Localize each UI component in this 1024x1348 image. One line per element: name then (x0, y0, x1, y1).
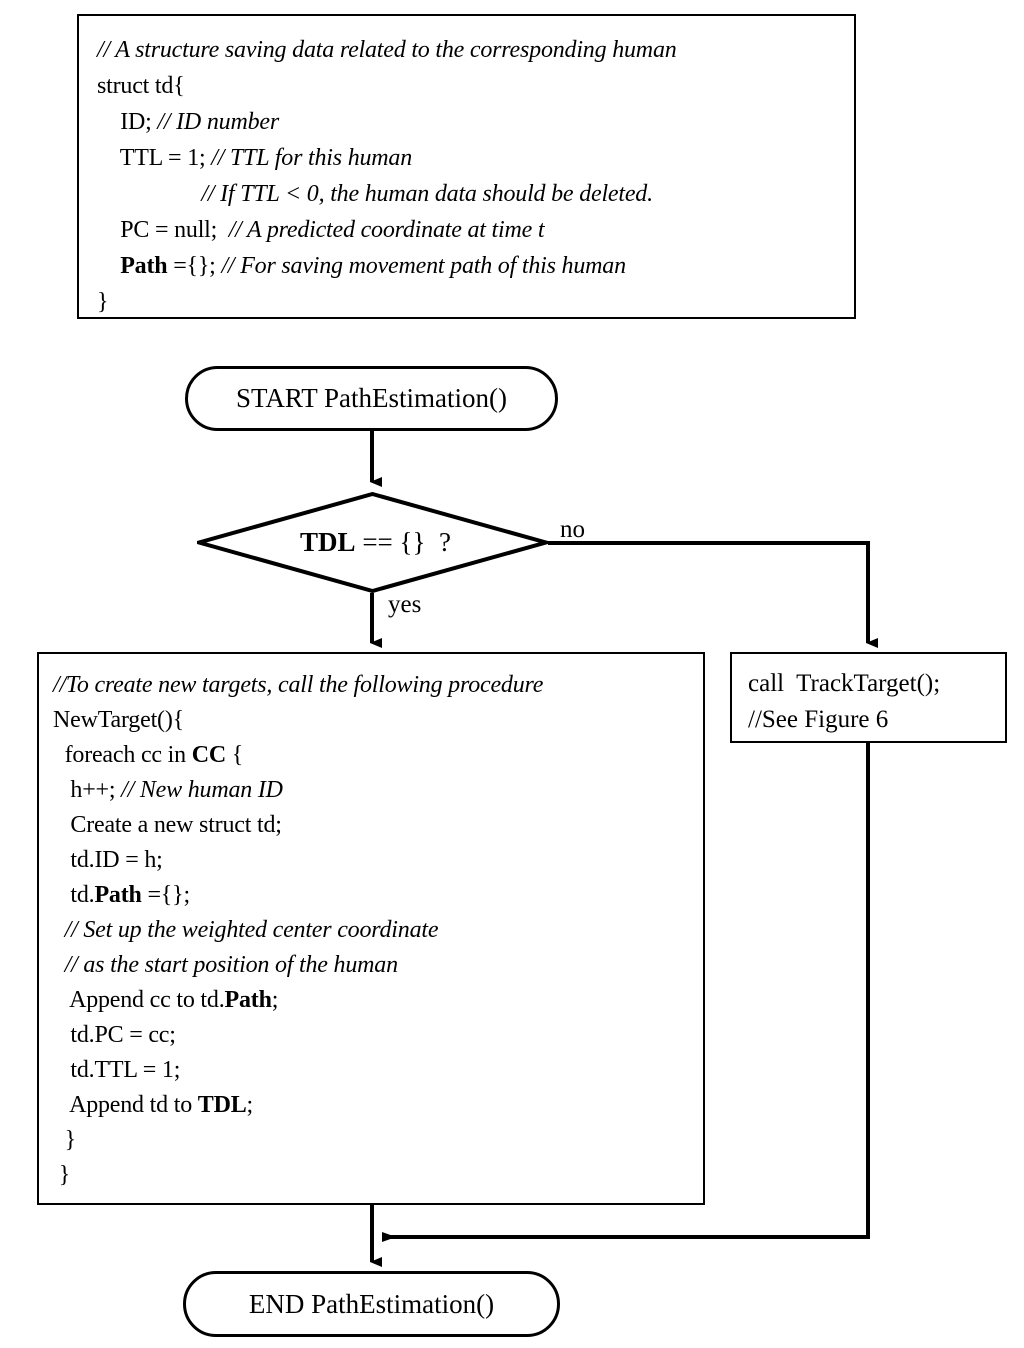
code-segment: Append cc to td. (53, 987, 225, 1013)
code-segment: Path (94, 882, 142, 908)
code-segment: // as the start position of the human (64, 952, 398, 978)
code-segment: // TTL for this human (211, 145, 413, 171)
edge-label-yes: yes (388, 591, 422, 618)
code-line: // as the start position of the human (53, 948, 703, 983)
code-segment: TDL (197, 1092, 247, 1118)
code-line: td.TTL = 1; (53, 1053, 703, 1088)
code-line: //To create new targets, call the follow… (53, 668, 703, 703)
code-segment: PC = null; (97, 217, 229, 243)
code-line: td.PC = cc; (53, 1018, 703, 1053)
struct-td-definition-box: // A structure saving data related to th… (77, 14, 856, 319)
code-line: foreach cc in CC { (53, 738, 703, 773)
code-line: td.ID = h; (53, 843, 703, 878)
code-segment: //To create new targets, call the follow… (53, 672, 544, 698)
code-line: } (53, 1158, 703, 1193)
code-line: td.Path ={}; (53, 878, 703, 913)
code-segment: ; (271, 987, 279, 1013)
code-segment: foreach cc in (53, 742, 192, 768)
code-segment: ={}; (167, 253, 222, 279)
code-segment: TTL = 1; (97, 145, 212, 171)
code-segment: NewTarget(){ (53, 707, 184, 733)
code-segment: // A predicted coordinate at time t (228, 217, 545, 243)
code-segment: } (53, 1127, 77, 1153)
code-segment: } (53, 1162, 71, 1188)
end-terminator-label: END PathEstimation() (248, 1288, 495, 1319)
code-segment: Append td to (53, 1092, 198, 1118)
start-terminator-label: START PathEstimation() (236, 383, 507, 413)
code-segment: // A structure saving data related to th… (97, 37, 677, 63)
code-segment: td.TTL = 1; (53, 1057, 181, 1083)
decision-label: TDL == {} ? (197, 492, 548, 593)
tdl-empty-decision: TDL == {} ? (197, 492, 548, 593)
code-line: //See Figure 6 (748, 702, 1005, 738)
end-terminator: END PathEstimation() (183, 1271, 560, 1337)
code-segment: //See Figure 6 (748, 706, 889, 733)
code-line: Append td to TDL; (53, 1088, 703, 1123)
code-segment: CC (191, 742, 226, 768)
code-segment: td.ID = h; (53, 847, 163, 873)
start-terminator: START PathEstimation() (185, 366, 558, 431)
code-segment: // Set up the weighted center coordinate (64, 917, 439, 943)
decision-label-bold: TDL (300, 527, 356, 557)
code-segment: // New human ID (121, 777, 283, 803)
code-line: NewTarget(){ (53, 703, 703, 738)
code-line: ID; // ID number (97, 104, 854, 140)
code-segment: call TrackTarget(); (748, 670, 941, 697)
code-line: Path ={}; // For saving movement path of… (97, 248, 854, 284)
code-segment: Path (97, 253, 168, 279)
call-tracktarget-box: call TrackTarget(); //See Figure 6 (730, 652, 1007, 743)
code-line: Append cc to td.Path; (53, 983, 703, 1018)
code-segment: td.PC = cc; (53, 1022, 176, 1048)
code-line: } (97, 284, 854, 320)
edge-decision-no-to-tracktarget (548, 541, 878, 648)
code-line: } (53, 1123, 703, 1158)
code-segment: td. (53, 882, 95, 908)
code-segment (53, 952, 65, 978)
newtarget-procedure-box: //To create new targets, call the follow… (37, 652, 705, 1205)
code-segment: // ID number (157, 109, 279, 135)
code-segment: Path (224, 987, 272, 1013)
code-segment: ; (246, 1092, 254, 1118)
code-segment: { (225, 742, 244, 768)
code-segment: ID; (97, 109, 158, 135)
code-segment: // For saving movement path of this huma… (221, 253, 626, 279)
code-segment: ={}; (141, 882, 190, 908)
code-segment (97, 181, 201, 207)
code-line: // If TTL < 0, the human data should be … (97, 176, 854, 212)
code-line: Create a new struct td; (53, 808, 703, 843)
code-line: struct td{ (97, 68, 854, 104)
code-segment: struct td{ (97, 73, 185, 99)
code-line: call TrackTarget(); (748, 666, 1005, 702)
code-line: PC = null; // A predicted coordinate at … (97, 212, 854, 248)
code-segment: } (97, 289, 109, 315)
code-line: h++; // New human ID (53, 773, 703, 808)
code-segment: // If TTL < 0, the human data should be … (201, 181, 653, 207)
edge-label-no: no (560, 516, 585, 543)
code-segment: h++; (53, 777, 122, 803)
code-segment (53, 917, 65, 943)
decision-label-rest: == {} ? (355, 527, 451, 557)
code-segment: Create a new struct td; (53, 812, 282, 838)
code-line: // Set up the weighted center coordinate (53, 913, 703, 948)
code-line: // A structure saving data related to th… (97, 32, 854, 68)
diamond-shape-icon (197, 492, 548, 593)
code-line: TTL = 1; // TTL for this human (97, 140, 854, 176)
